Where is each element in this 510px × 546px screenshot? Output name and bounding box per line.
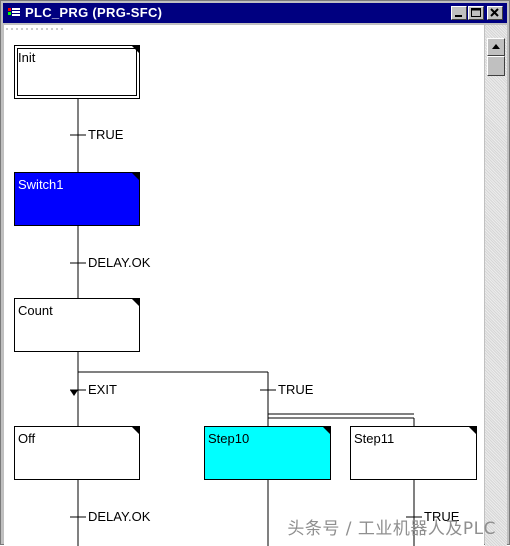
transition-condition[interactable]: TRUE xyxy=(278,382,314,397)
scroll-thumb[interactable] xyxy=(487,56,505,76)
step-count[interactable]: Count xyxy=(14,298,140,352)
step-action-marker xyxy=(469,427,476,434)
step-off[interactable]: Off xyxy=(14,426,140,480)
watermark: 头条号 / 工业机器人及PLC xyxy=(287,519,496,539)
window-title: PLC_PRG (PRG-SFC) xyxy=(25,5,163,20)
step-label: Step10 xyxy=(208,431,250,446)
transition-condition[interactable]: TRUE xyxy=(424,509,460,524)
step-step11[interactable]: Step11 xyxy=(350,426,477,480)
scroll-up-button[interactable] xyxy=(487,38,505,56)
arrow-up-icon xyxy=(492,44,500,49)
app-icon xyxy=(7,7,21,19)
minimize-button[interactable] xyxy=(451,6,467,20)
step-init[interactable]: Init xyxy=(14,45,140,99)
step-switch1[interactable]: Switch1 xyxy=(14,172,140,226)
step-label: Off xyxy=(18,431,36,446)
transition-condition[interactable]: TRUE xyxy=(88,127,124,142)
step-label: Count xyxy=(18,303,53,318)
transition-condition[interactable]: DELAY.OK xyxy=(88,255,151,270)
maximize-icon xyxy=(471,8,481,17)
close-button[interactable] xyxy=(487,6,503,20)
step-action-marker xyxy=(132,46,139,53)
step-label: Init xyxy=(18,50,36,65)
vertical-scrollbar[interactable] xyxy=(485,25,507,546)
step-label: Step11 xyxy=(354,431,395,446)
transition-condition[interactable]: EXIT xyxy=(88,382,117,397)
step-label: Switch1 xyxy=(18,177,64,192)
initial-step-frame xyxy=(17,48,137,96)
sfc-canvas[interactable]: Init TRUE Switch1 DELAY.OK Count EXIT TR… xyxy=(4,25,484,546)
transition-condition[interactable]: DELAY.OK xyxy=(88,509,151,524)
step-action-marker xyxy=(132,427,139,434)
step-action-marker xyxy=(132,173,139,180)
sfc-connections xyxy=(6,28,422,546)
close-icon xyxy=(490,8,499,17)
title-bar[interactable]: PLC_PRG (PRG-SFC) xyxy=(3,3,507,23)
step-action-marker xyxy=(132,299,139,306)
step-step10[interactable]: Step10 xyxy=(204,426,331,480)
step-action-marker xyxy=(323,427,330,434)
maximize-button[interactable] xyxy=(468,6,484,20)
minimize-icon xyxy=(455,15,462,17)
